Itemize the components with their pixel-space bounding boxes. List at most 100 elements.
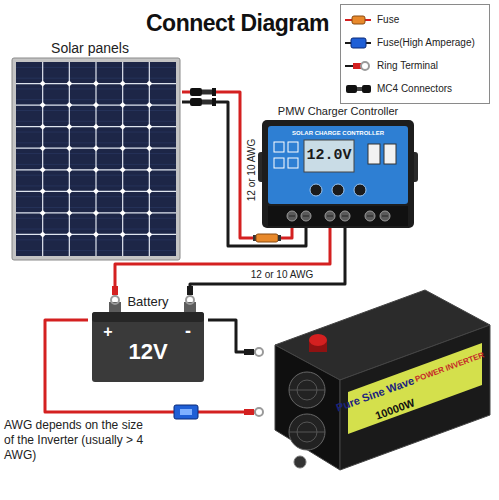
fan-grille <box>289 390 325 391</box>
usb-port <box>384 144 396 164</box>
cell-corner <box>66 102 72 108</box>
mc4-connector <box>212 88 216 96</box>
solar-panel: Solar panels <box>10 40 182 262</box>
cell-corner <box>40 145 46 151</box>
ring-terminal <box>244 349 254 355</box>
cell-corner <box>120 145 126 151</box>
battery: Battery + -12V <box>88 292 208 384</box>
battery-heading: Battery <box>127 295 168 309</box>
cell-corner <box>146 210 152 216</box>
cell-gap <box>149 62 150 256</box>
wire <box>190 228 345 292</box>
cell-corner <box>93 167 99 173</box>
legend-row: Fuse <box>345 8 485 31</box>
high-amp-fuse <box>174 405 198 419</box>
mc4-icon <box>346 85 357 93</box>
switch-knob <box>294 456 306 468</box>
high-amp-fuse <box>180 409 192 415</box>
wire-note: AWG depends on the size of the Inverter … <box>4 418 156 463</box>
cell-corner <box>120 231 126 237</box>
charge-controller: PMW Charger ControllerSOLAR CHARGE CONTR… <box>258 104 418 228</box>
lcd-screen <box>304 140 354 172</box>
screw-slot <box>382 216 388 217</box>
cell-corner <box>146 102 152 108</box>
cell-corner <box>93 124 99 130</box>
cell-corner <box>40 167 46 173</box>
mc4-connector <box>190 98 202 106</box>
panel-frame <box>12 58 180 260</box>
usb-port <box>368 144 380 164</box>
wire-gauge: 12 or 10 AWG <box>245 139 258 201</box>
cell-gap <box>95 62 96 256</box>
cell-corner <box>40 124 46 130</box>
wire <box>208 320 262 352</box>
charge-controller-shape <box>258 104 418 228</box>
cell-corner <box>66 231 72 237</box>
cooling-fan <box>289 414 325 450</box>
panel-heading: Solar panels <box>51 41 129 56</box>
cell-corner <box>66 167 72 173</box>
battery-voltage: 12V <box>128 340 167 364</box>
terminal-screw <box>365 211 375 221</box>
screw-slot <box>327 216 333 217</box>
positive-post <box>309 334 327 346</box>
legend-text: Fuse <box>377 14 399 25</box>
cell-corner <box>120 124 126 130</box>
legend-row: Ring Terminal <box>345 54 485 77</box>
status-icon <box>274 158 284 168</box>
legend-icon <box>345 59 371 73</box>
screw-slot <box>289 216 295 217</box>
ring-terminal <box>255 348 263 356</box>
cooling-fan <box>289 372 325 408</box>
terminal-screw <box>380 211 390 221</box>
ring-terminal <box>244 409 254 415</box>
mc4-connector <box>190 88 202 96</box>
controller-brand: SOLAR CHARGE CONTROLLER <box>292 130 384 137</box>
terminal-screw <box>287 211 297 221</box>
polarity-sign: - <box>185 322 191 342</box>
cell-corner <box>146 188 152 194</box>
cell-corner <box>93 188 99 194</box>
terminal-screw <box>340 211 350 221</box>
cell-corner <box>120 102 126 108</box>
cell-corner <box>66 145 72 151</box>
solar-panel-shape <box>10 40 182 262</box>
cell-gap <box>69 62 70 256</box>
cell-corner <box>66 188 72 194</box>
cell-corner <box>93 81 99 87</box>
controller-body <box>262 120 414 228</box>
cell-corner <box>120 167 126 173</box>
cell-corner <box>40 210 46 216</box>
ring-terminal <box>187 286 193 295</box>
cell-corner <box>146 231 152 237</box>
ring-terminal <box>112 286 118 295</box>
cell-corner <box>120 188 126 194</box>
status-icon <box>274 142 284 152</box>
cell-corner <box>93 145 99 151</box>
cell-corner <box>146 145 152 151</box>
power-inverter: Pure Sine Wave10000WPOWER INVERTER <box>262 285 497 495</box>
mc4-connector <box>202 90 212 95</box>
legend-icon <box>345 13 371 27</box>
ring-terminal-icon <box>353 63 361 69</box>
cell-corner <box>120 210 126 216</box>
fan-grille <box>289 432 325 433</box>
legend-text: Fuse(High Amperage) <box>377 37 475 48</box>
controller-face <box>268 126 408 204</box>
ring-terminal-icon <box>361 62 369 70</box>
mc4-icon <box>362 85 371 93</box>
cell-corner <box>93 231 99 237</box>
icon-wire <box>345 65 353 67</box>
cell-gap <box>42 62 43 256</box>
cell-corner <box>40 81 46 87</box>
control-button <box>354 184 366 196</box>
legend-row: MC4 Connectors <box>345 77 485 100</box>
status-icon <box>288 158 298 168</box>
terminal-screw <box>301 211 311 221</box>
inverter-end <box>275 345 340 470</box>
cell-gap <box>122 62 123 256</box>
terminal-screw <box>325 211 335 221</box>
polarity-sign: + <box>103 323 112 341</box>
screw-slot <box>367 216 373 217</box>
battery-body <box>92 312 204 382</box>
